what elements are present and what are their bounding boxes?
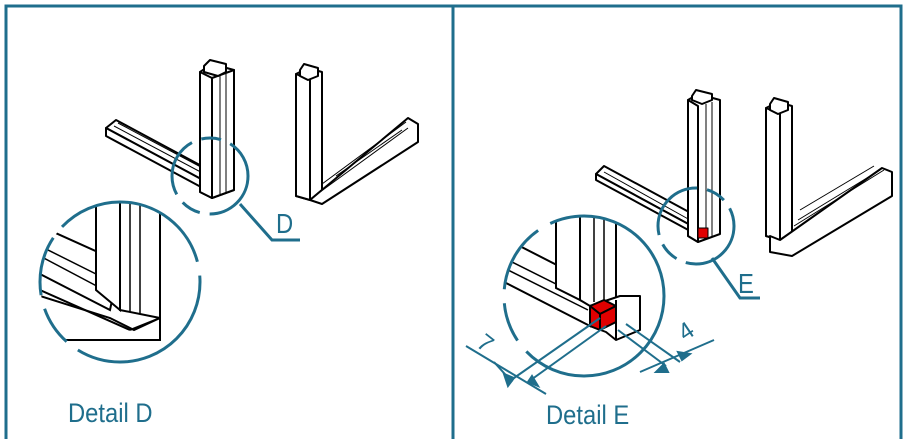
right-frame-corner-assembled — [595, 89, 721, 243]
detail-d-caption: Detail D — [68, 398, 153, 428]
detail-circle-d — [170, 136, 250, 216]
magnified-detail-d — [38, 200, 202, 364]
magnified-detail-e — [502, 214, 666, 378]
detail-circle-e — [656, 186, 736, 266]
dimension-lines — [465, 317, 715, 395]
callout-label-d: D — [276, 208, 294, 239]
detail-e-caption: Detail E — [546, 400, 630, 430]
left-frame-corner-assembled — [105, 59, 235, 199]
left-frame-corner-separate — [295, 63, 419, 205]
callout-label-e: E — [738, 268, 754, 299]
right-frame-corner-separate — [765, 97, 893, 257]
callout-leader-e — [710, 257, 760, 300]
callout-leader-d — [238, 203, 300, 242]
